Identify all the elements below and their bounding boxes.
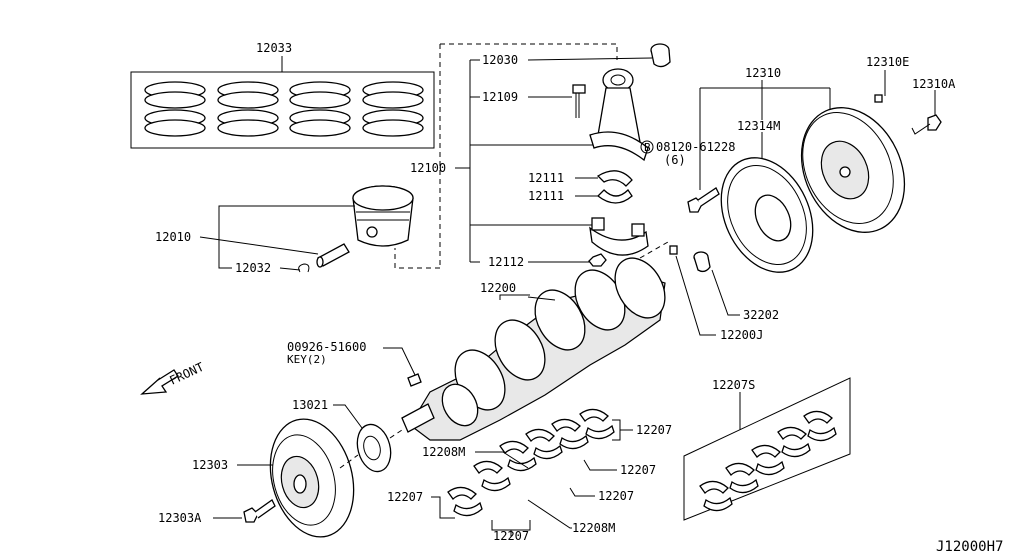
label-12208m-upper[interactable]: 12208M: [422, 445, 465, 459]
crankshaft[interactable]: [401, 249, 675, 441]
label-12310e[interactable]: 12310E: [866, 55, 909, 69]
label-12200[interactable]: 12200: [480, 281, 516, 295]
label-08120-61228[interactable]: 08120-61228: [656, 140, 735, 154]
pilot-bushing[interactable]: [669, 245, 678, 255]
connecting-rod[interactable]: [589, 68, 649, 162]
connecting-rod-cap[interactable]: [589, 217, 649, 256]
label-12208m-lower[interactable]: 12208M: [572, 521, 615, 535]
label-12111-lower[interactable]: 12111: [528, 189, 564, 203]
pilot-bearing[interactable]: [693, 251, 711, 273]
label-12207-upper-mid[interactable]: 12207: [620, 463, 656, 477]
label-00926-51600[interactable]: 00926-51600: [287, 340, 366, 354]
label-12200j[interactable]: 12200J: [720, 328, 763, 342]
label-12303[interactable]: 12303: [192, 458, 228, 472]
piston-ring-set[interactable]: [130, 56, 435, 149]
flywheel-bolt[interactable]: [687, 187, 720, 213]
flywheel[interactable]: [782, 91, 924, 249]
label-13021[interactable]: 13021: [292, 398, 328, 412]
label-12310a[interactable]: 12310A: [912, 77, 956, 91]
label-12030[interactable]: 12030: [482, 53, 518, 67]
label-12207s[interactable]: 12207S: [712, 378, 755, 392]
front-label: FRONT: [167, 360, 206, 388]
label-12100[interactable]: 12100: [410, 161, 446, 175]
main-bearing-set[interactable]: [683, 377, 851, 521]
label-12033[interactable]: 12033: [256, 41, 292, 55]
flywheel-dowel[interactable]: [874, 94, 883, 103]
front-arrow-icon: [140, 369, 179, 395]
bolt-marker-letter: B: [644, 141, 651, 154]
label-12303a[interactable]: 12303A: [158, 511, 202, 525]
crank-sprocket[interactable]: [352, 421, 395, 476]
label-12207-top[interactable]: 12207: [636, 423, 672, 437]
label-key-qty: KEY(2): [287, 353, 327, 366]
label-08120-qty: (6): [664, 153, 686, 167]
label-12109[interactable]: 12109: [482, 90, 518, 104]
label-12112[interactable]: 12112: [488, 255, 524, 269]
label-12207-mid[interactable]: 12207: [598, 489, 634, 503]
rod-bearing-upper[interactable]: [596, 170, 633, 187]
rod-bearing-lower[interactable]: [597, 188, 633, 204]
rod-bolt[interactable]: [572, 84, 586, 118]
drive-plate[interactable]: [704, 143, 831, 287]
piston-pin[interactable]: [316, 243, 350, 268]
flywheel-bolt-marker: [640, 140, 654, 154]
woodruff-key[interactable]: [407, 373, 422, 387]
label-12310[interactable]: 12310: [745, 66, 781, 80]
label-32202[interactable]: 32202: [743, 308, 779, 322]
piston-pin-bushing[interactable]: [650, 43, 671, 68]
snap-ring[interactable]: [298, 263, 310, 273]
main-bearings[interactable]: [447, 408, 615, 517]
label-12111-upper[interactable]: 12111: [528, 171, 564, 185]
diagram-code: J12000H7: [936, 539, 1003, 555]
label-12032[interactable]: 12032: [235, 261, 271, 275]
flywheel-bolt-a[interactable]: [911, 114, 942, 135]
label-12207-left[interactable]: 12207: [387, 490, 423, 504]
label-12314m[interactable]: 12314M: [737, 119, 780, 133]
rod-nut[interactable]: [588, 253, 607, 267]
label-12010[interactable]: 12010: [155, 230, 191, 244]
pulley-bolt[interactable]: [243, 499, 276, 523]
label-12207-bottom[interactable]: 12207: [493, 529, 529, 543]
piston[interactable]: [352, 185, 414, 247]
crank-pulley[interactable]: [258, 410, 366, 547]
